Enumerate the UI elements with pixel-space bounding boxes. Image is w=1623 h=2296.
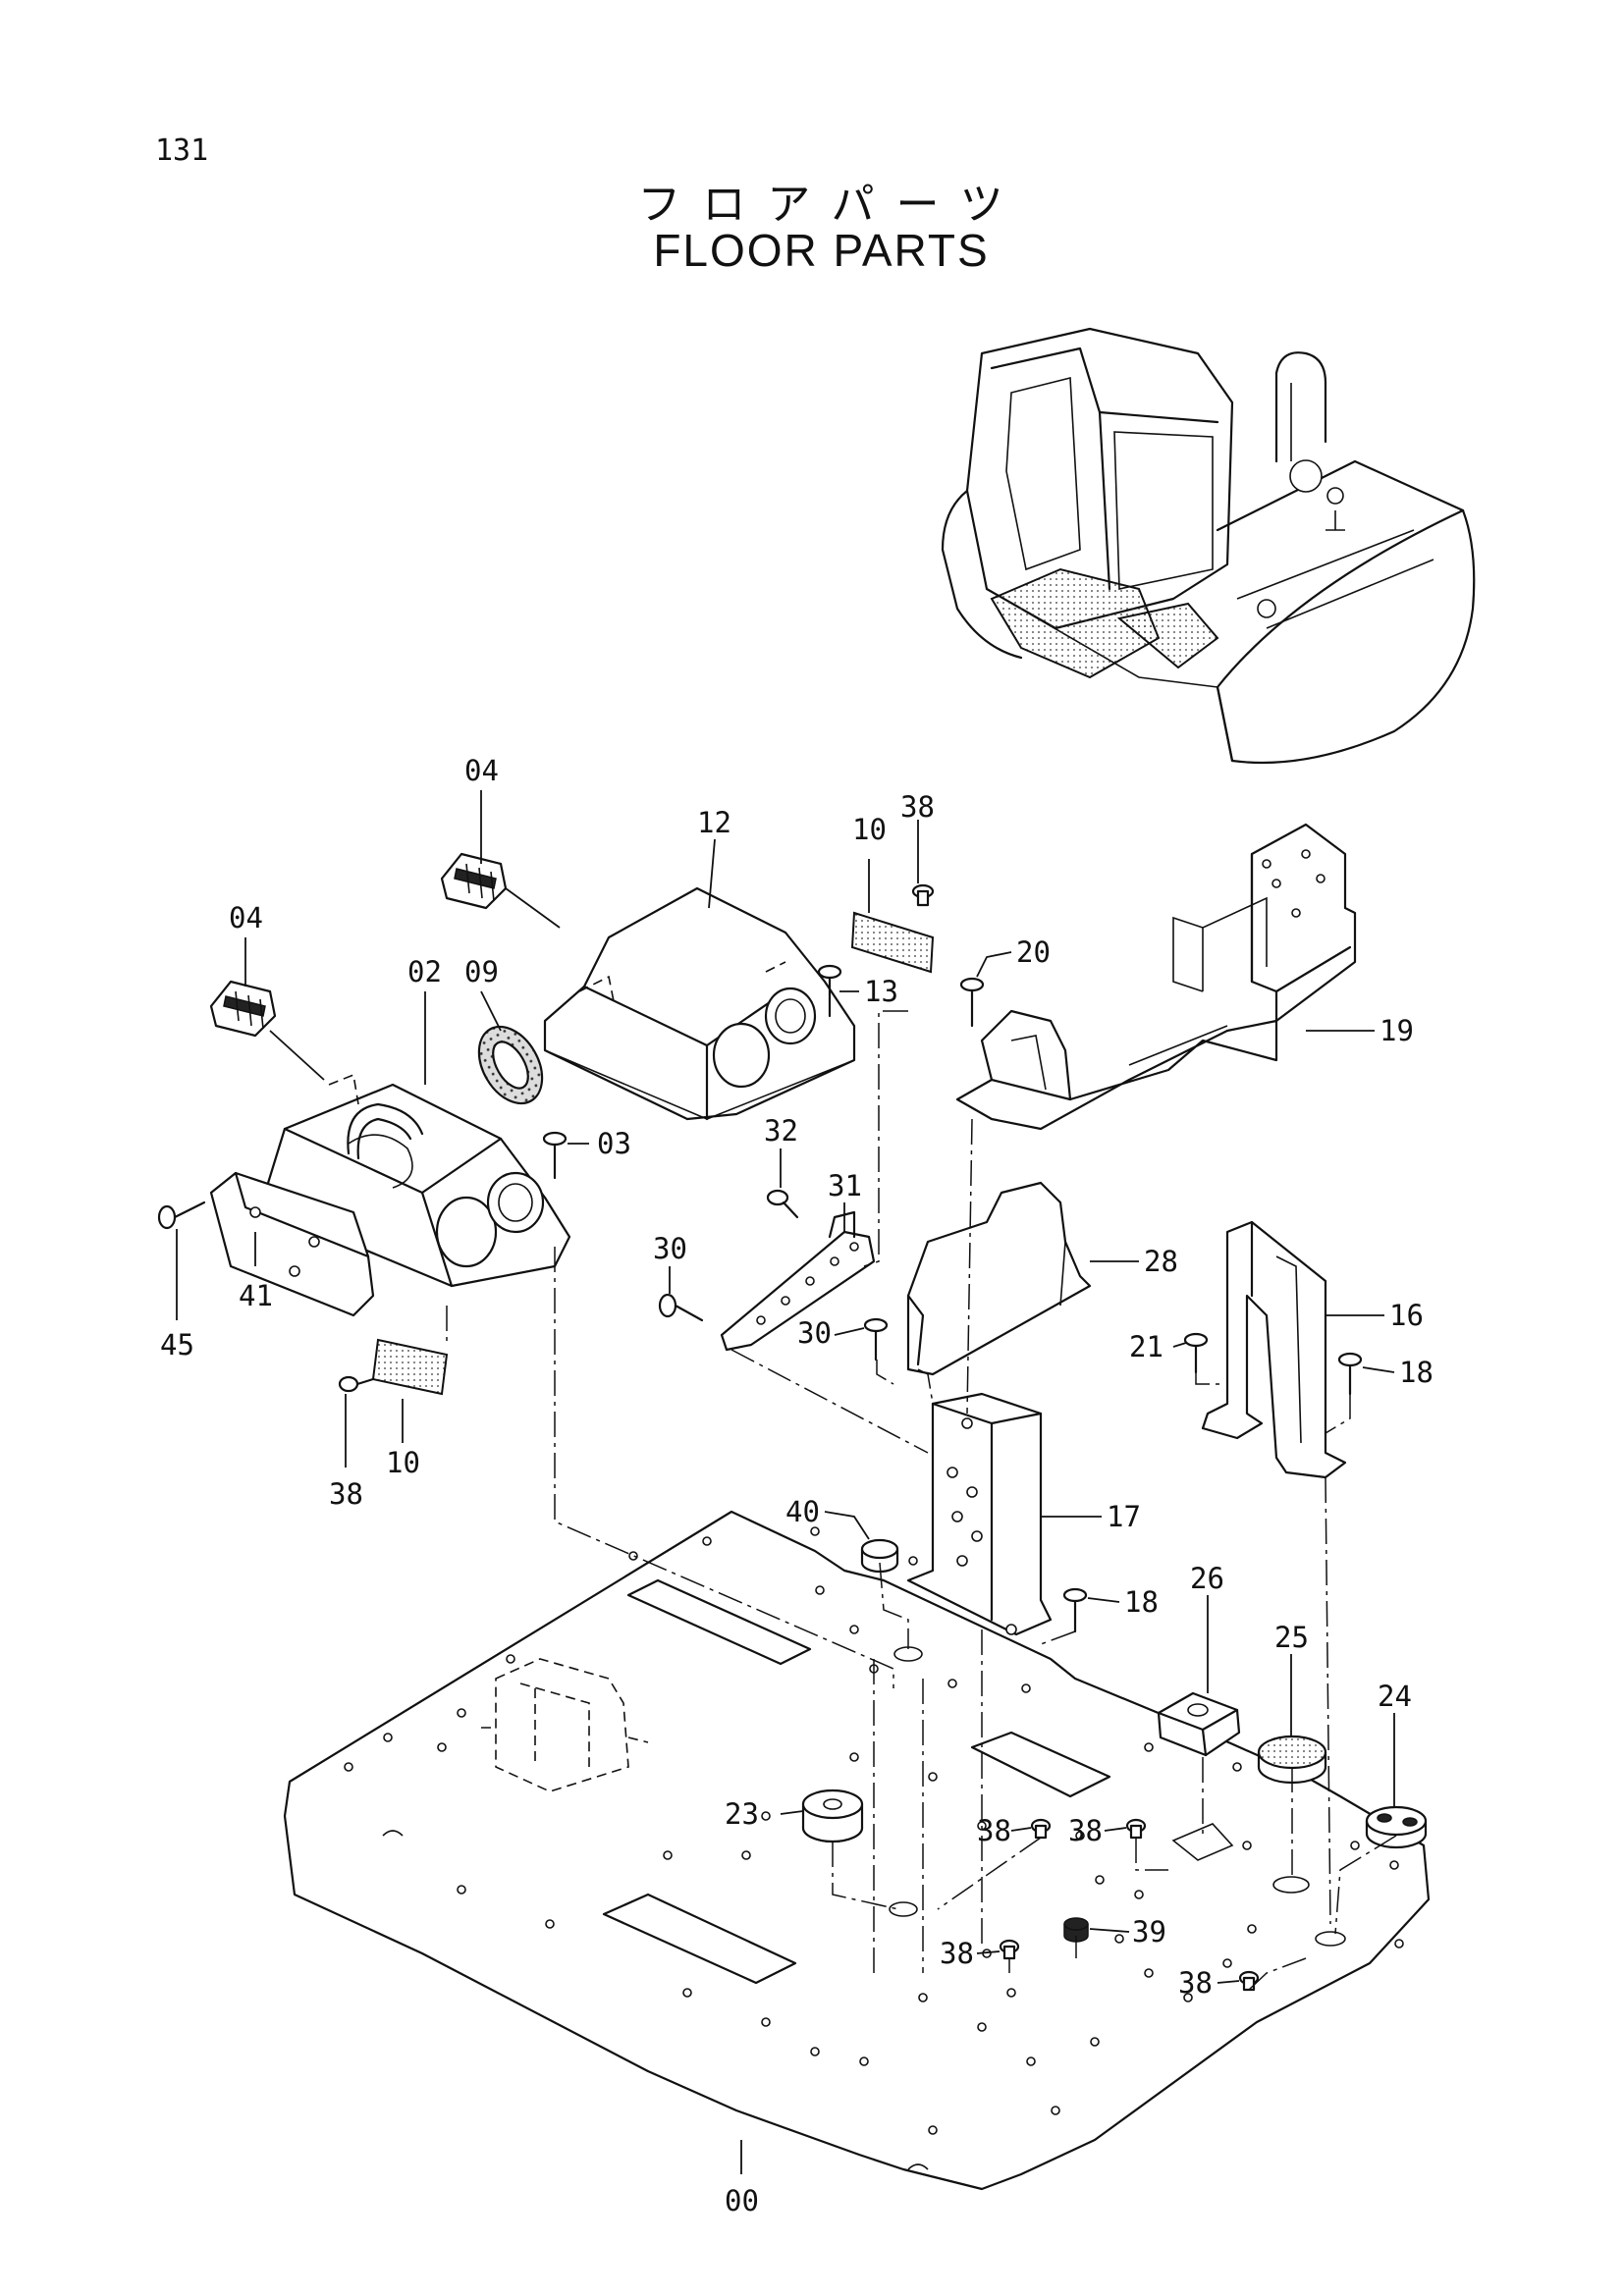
part-10-pad-lower [371, 1338, 449, 1396]
part-28-bracket [906, 1181, 1092, 1376]
callout-41: 41 [239, 1279, 273, 1312]
part-19-seat-stand [955, 823, 1357, 1131]
callout-38-lower-left: 38 [329, 1477, 363, 1511]
callout-16: 16 [1389, 1299, 1424, 1332]
callout-39: 39 [1132, 1915, 1166, 1949]
part-23-grommet [801, 1789, 864, 1843]
part-26-grommet [1157, 1691, 1241, 1757]
part-12-heater-box-upper [543, 886, 856, 1121]
title-english: FLOOR PARTS [653, 225, 990, 276]
callout-40: 40 [785, 1495, 820, 1528]
part-10-pad-upper [850, 911, 935, 974]
title-japanese: フロアパーツ [637, 180, 1025, 230]
page-number: 131 [155, 133, 209, 168]
callout-17: 17 [1107, 1500, 1141, 1533]
part-00-floor-plate [283, 1510, 1431, 2191]
part-16-frame [1201, 1220, 1347, 1479]
callout-13: 13 [864, 975, 898, 1008]
leader-lines [176, 790, 1395, 2174]
callout-03: 03 [597, 1127, 631, 1160]
callout-23: 23 [725, 1797, 759, 1831]
callout-00: 00 [725, 2184, 759, 2217]
callout-10-lower: 10 [386, 1446, 420, 1479]
part-30-bolt-a [658, 1293, 704, 1322]
callout-labels: 04 04 02 09 12 10 38 13 20 19 03 32 31 3… [160, 754, 1434, 2217]
callout-24: 24 [1378, 1680, 1412, 1713]
callout-20: 20 [1016, 935, 1051, 969]
part-40-cap [860, 1538, 899, 1574]
part-38-bolt-b [338, 1375, 375, 1393]
callout-09: 09 [464, 955, 499, 988]
callout-19: 19 [1380, 1014, 1414, 1047]
callout-02: 02 [407, 955, 442, 988]
callout-12: 12 [697, 806, 731, 839]
callout-18-right: 18 [1399, 1356, 1434, 1389]
assembly-lines [446, 1010, 1397, 1991]
callout-32: 32 [764, 1114, 798, 1148]
callout-26: 26 [1190, 1562, 1224, 1595]
callout-38-floor-c: 38 [940, 1937, 974, 1970]
callout-18-lower: 18 [1124, 1585, 1159, 1619]
part-20-bolt [959, 977, 985, 1028]
part-21-bolt [1183, 1332, 1209, 1374]
part-18-bolt-a [1337, 1352, 1363, 1396]
part-45-bolt [157, 1201, 206, 1230]
callout-30-right: 30 [797, 1316, 832, 1350]
part-39-cap [1063, 1917, 1089, 1943]
callout-30-left: 30 [653, 1232, 687, 1265]
callout-21: 21 [1129, 1330, 1163, 1363]
callout-28: 28 [1144, 1245, 1178, 1278]
part-13-bolt [817, 964, 842, 1018]
callout-45: 45 [160, 1328, 194, 1362]
callout-04-lower: 04 [229, 901, 263, 934]
part-03-bolt [542, 1131, 568, 1180]
callout-25: 25 [1274, 1621, 1309, 1654]
callout-38-floor-b: 38 [1068, 1814, 1103, 1847]
part-30-bolt-b [863, 1317, 889, 1362]
callout-38-floor-a: 38 [977, 1814, 1011, 1847]
callout-38-top: 38 [900, 790, 935, 824]
part-24-grommet [1365, 1805, 1428, 1849]
part-09-gasket [477, 1025, 544, 1105]
excavator-overview-illustration [941, 327, 1476, 765]
part-41-cover [209, 1171, 375, 1317]
part-04-connector-upper [440, 852, 508, 910]
part-04-connector-lower [209, 980, 277, 1038]
part-18-bolt-b [1062, 1587, 1088, 1633]
callout-31: 31 [828, 1169, 862, 1202]
part-17-pedestal [906, 1392, 1053, 1636]
callout-04-upper: 04 [464, 754, 499, 787]
part-38-bolt-a [911, 883, 935, 907]
callout-38-floor-d: 38 [1178, 1966, 1213, 2000]
part-32-nut [766, 1189, 799, 1219]
callout-10-upper: 10 [852, 813, 887, 846]
